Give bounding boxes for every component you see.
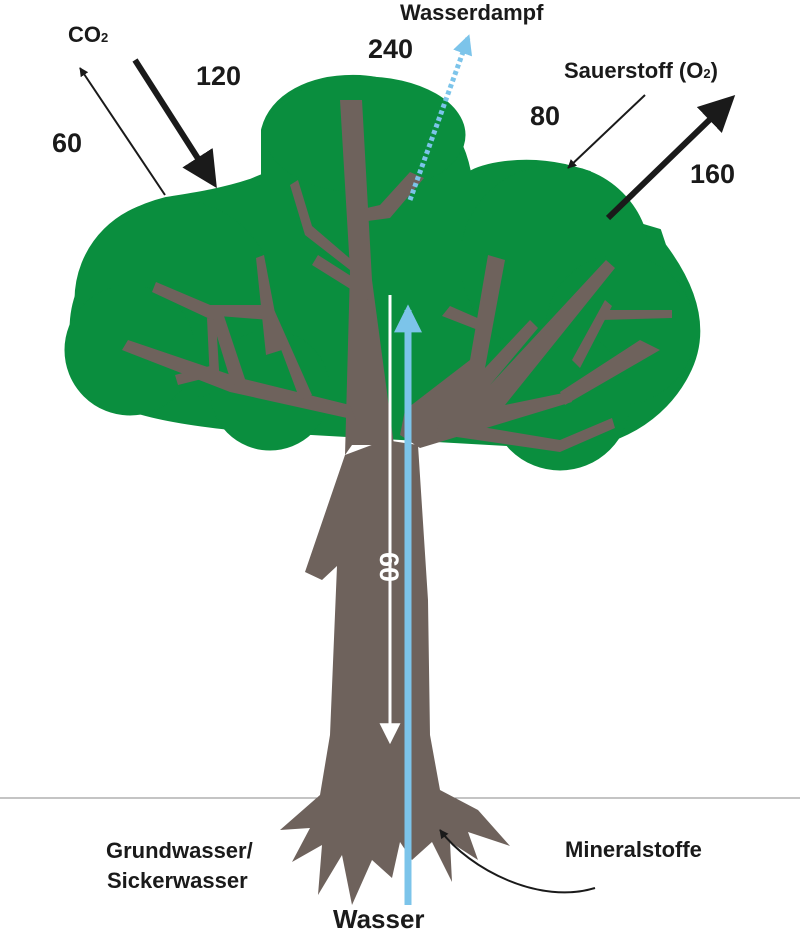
water-vapor-label: Wasserdampf [400, 0, 544, 25]
co2-release-arrow [79, 67, 166, 196]
co2-label: CO2 [68, 22, 108, 47]
minerals-arrow [439, 829, 596, 894]
o2-release-arrow [605, 94, 736, 221]
water-vapor-arrow [407, 34, 473, 201]
groundwater-label-line1: Grundwasser/ [106, 838, 253, 863]
co2-release-value: 60 [52, 128, 82, 158]
o2-uptake-value: 80 [530, 101, 560, 131]
co2-uptake-value: 120 [196, 61, 241, 91]
o2-uptake-arrow [567, 94, 646, 169]
o2-release-value: 160 [690, 159, 735, 189]
tree-trunk-branches [122, 100, 672, 905]
groundwater-label-line2: Sickerwasser [107, 868, 248, 893]
water-vapor-value: 240 [368, 34, 413, 64]
trunk-down-value: 60 [374, 552, 404, 582]
minerals-label: Mineralstoffe [565, 837, 702, 862]
water-label: Wasser [333, 904, 425, 932]
co2-uptake-arrow [132, 58, 217, 189]
oxygen-label: Sauerstoff (O2) [564, 58, 718, 83]
